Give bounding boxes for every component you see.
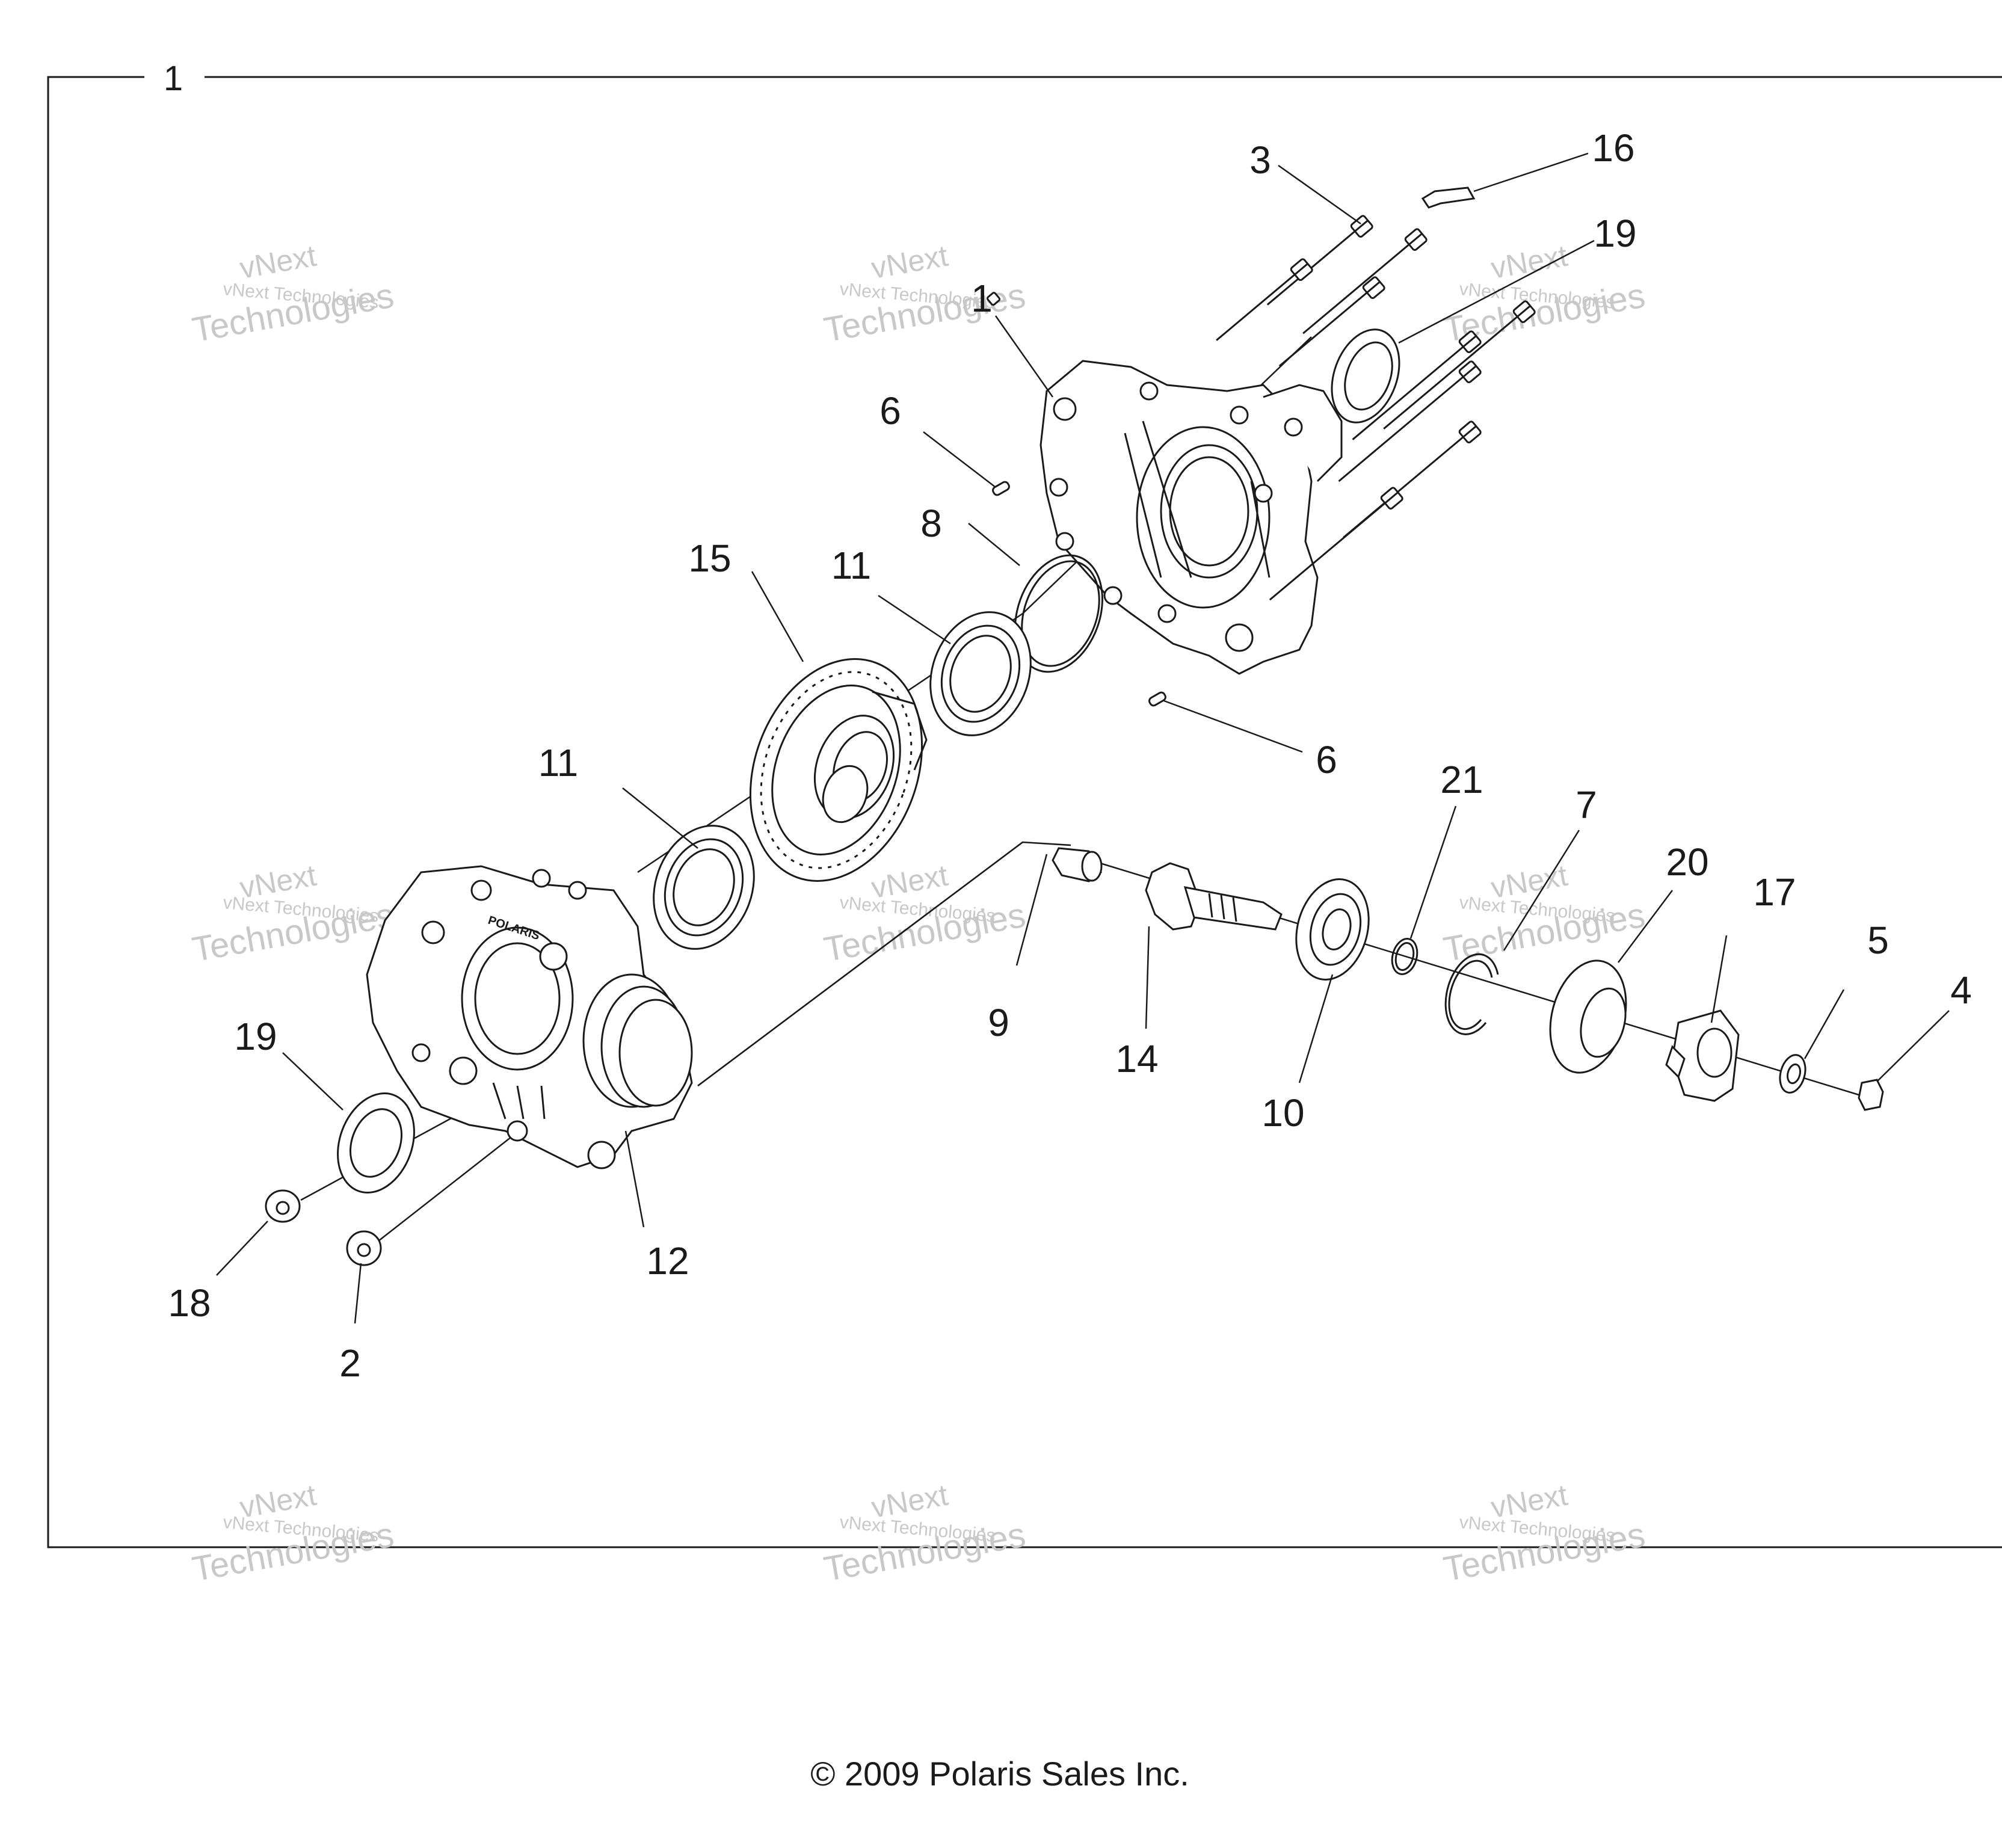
callout-3: 3 xyxy=(1249,138,1271,182)
snap-ring-part-7 xyxy=(1444,953,1499,1035)
callout-12: 12 xyxy=(646,1239,689,1283)
flange-part-17 xyxy=(1665,1009,1740,1102)
callout-6-upper: 6 xyxy=(879,389,901,433)
dowel-pins-part-6 xyxy=(992,481,1166,707)
callout-19-upper: 19 xyxy=(1594,212,1636,255)
bearing-part-11-lower xyxy=(653,825,755,950)
nut-part-4 xyxy=(1858,1079,1884,1111)
callout-19-lower: 19 xyxy=(234,1015,277,1058)
callout-6-lower: 6 xyxy=(1316,738,1337,781)
copyright-notice: © 2009 Polaris Sales Inc. xyxy=(810,1755,1189,1793)
shim-part-8 xyxy=(1014,554,1103,673)
callout-14: 14 xyxy=(1115,1037,1158,1080)
vent-fitting-part-16 xyxy=(1421,186,1476,209)
callout-5: 5 xyxy=(1867,919,1889,962)
callout-4: 4 xyxy=(1950,969,1972,1012)
callout-1: 1 xyxy=(971,277,993,320)
callout-7: 7 xyxy=(1575,783,1597,827)
callout-18: 18 xyxy=(168,1281,211,1325)
pinion-shaft-part-14 xyxy=(1145,862,1283,931)
plug-part-2 xyxy=(346,1230,382,1266)
bearing-part-10 xyxy=(1295,878,1370,981)
o-ring-part-21 xyxy=(1391,938,1418,975)
washer-part-5 xyxy=(1779,1054,1806,1094)
rear-housing-part-1 xyxy=(1040,360,1343,675)
callout-17: 17 xyxy=(1753,870,1796,914)
callout-10: 10 xyxy=(1261,1091,1304,1135)
seal-part-20 xyxy=(1549,959,1627,1074)
assembly-number: 1 xyxy=(164,59,183,98)
callout-9: 9 xyxy=(988,1001,1009,1044)
bolts-part-3 xyxy=(986,215,1536,601)
assembly-frame xyxy=(47,76,2002,1548)
ring-gear-part-15 xyxy=(749,658,928,882)
callout-21: 21 xyxy=(1440,758,1483,801)
callout-15: 15 xyxy=(688,537,731,580)
callout-2: 2 xyxy=(339,1341,361,1385)
callout-11-lower: 11 xyxy=(538,741,578,784)
seal-part-19-lower xyxy=(337,1092,415,1194)
plug-part-18 xyxy=(265,1189,301,1223)
callout-11-upper: 11 xyxy=(831,544,871,587)
callout-8: 8 xyxy=(920,502,942,545)
front-housing-part-12: POLARIS xyxy=(366,865,693,1169)
callout-20: 20 xyxy=(1666,840,1708,884)
bearing-part-11-upper xyxy=(929,611,1032,736)
leader-lines xyxy=(216,152,1950,1324)
callout-16: 16 xyxy=(1592,126,1634,170)
bushing-part-9 xyxy=(1052,847,1103,882)
seal-part-19-upper xyxy=(1331,328,1400,424)
callout-labels: 1 2 3 4 5 6 6 7 8 9 10 11 11 12 14 15 16… xyxy=(168,126,1971,1385)
